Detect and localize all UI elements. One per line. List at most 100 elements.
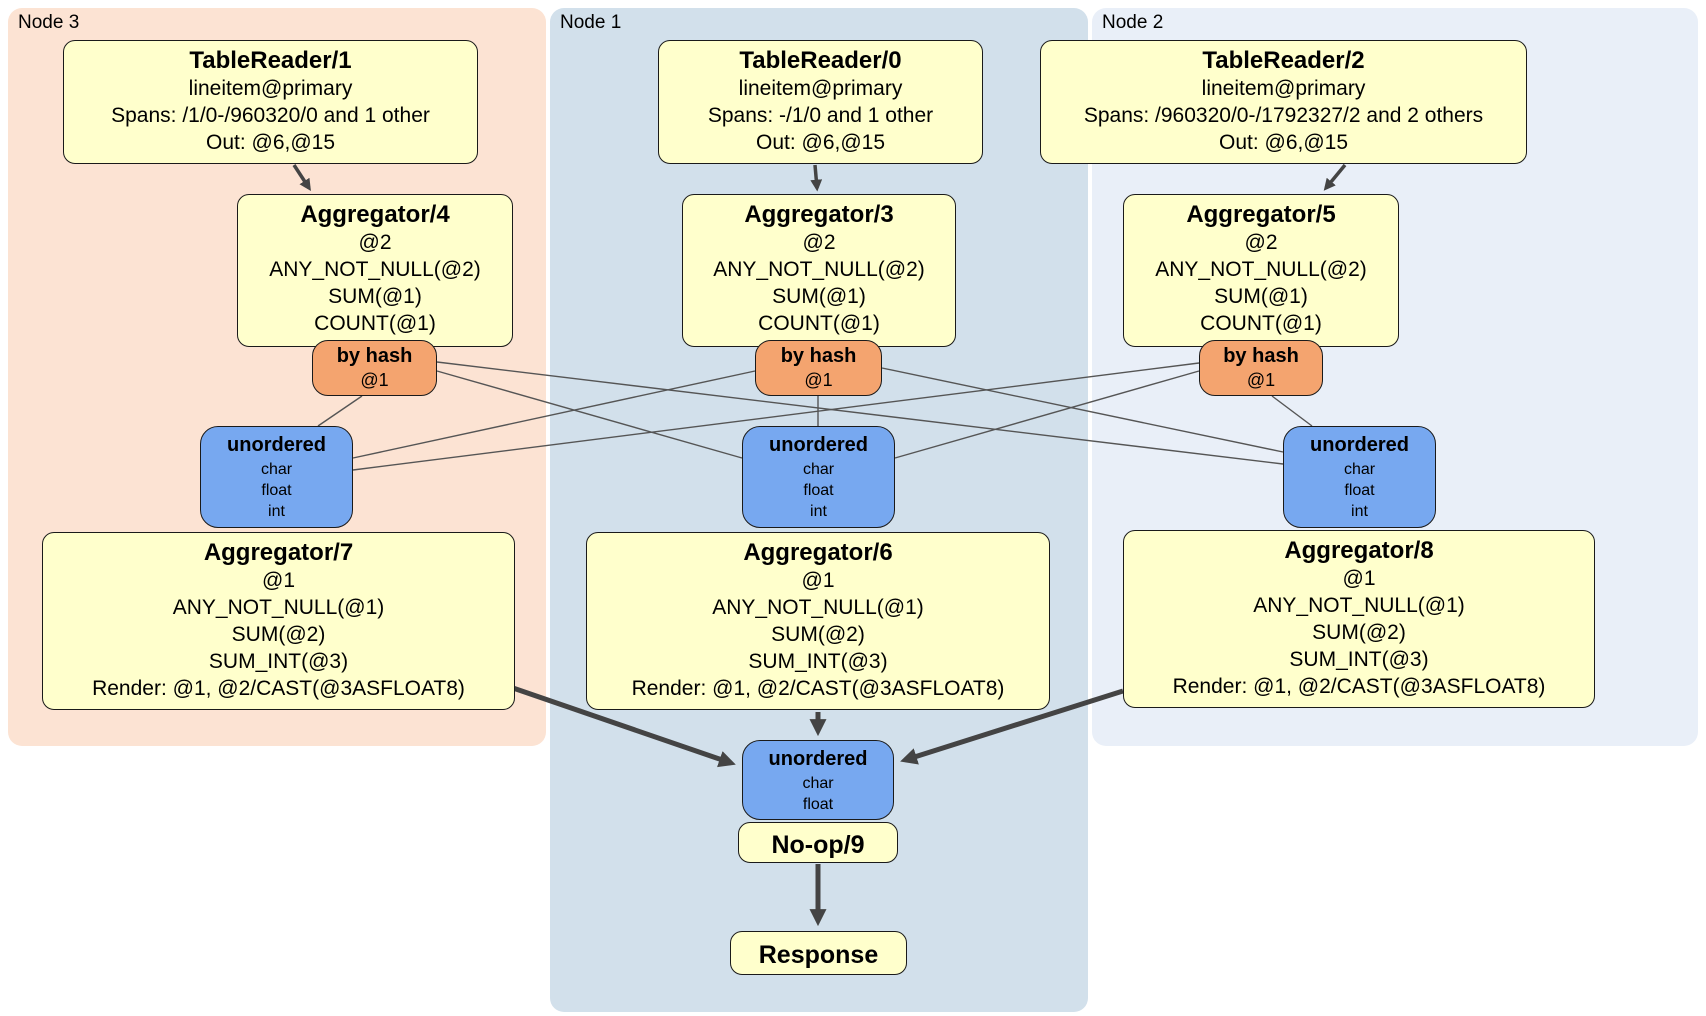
- edge-agg7-to-final-sync: [512, 685, 736, 768]
- noop-box: No-op/9: [738, 822, 898, 863]
- node2-aggregator-top-line: @2: [1244, 231, 1278, 254]
- final-unordered-sync-box: unordered char float: [742, 740, 894, 820]
- node1-aggregator-bottom-line: @1: [801, 569, 835, 592]
- edge-tablereader0-to-agg3: [810, 164, 823, 192]
- node3-sync-column: int: [268, 503, 285, 520]
- node2-tablereader-spans: Spans: /960320/0-/1792327/2 and 2 others: [1083, 104, 1484, 127]
- node3-aggregator-top-line: ANY_NOT_NULL(@2): [269, 258, 481, 281]
- node3-sync-column: char: [260, 461, 293, 478]
- node2-hash-router-box: by hash @1: [1199, 340, 1323, 396]
- node3-tablereader-spans: Spans: /1/0-/960320/0 and 1 other: [111, 104, 430, 127]
- node1-unordered-sync-title: unordered: [769, 434, 868, 456]
- node1-aggregator-top-line: COUNT(@1): [758, 312, 880, 335]
- node3-aggregator-top-line: COUNT(@1): [314, 312, 436, 335]
- edge-router3-to-sync1: [436, 370, 743, 459]
- node3-tablereader-box: TableReader/1 lineitem@primary Spans: /1…: [63, 40, 478, 164]
- node1-hash-router-box: by hash @1: [755, 340, 882, 396]
- response-box: Response: [730, 931, 907, 975]
- edge-router3-to-sync3: [317, 395, 363, 427]
- final-unordered-sync-title: unordered: [768, 748, 868, 770]
- node1-tablereader-index: lineitem@primary: [738, 77, 903, 100]
- node1-aggregator-top-line: @2: [802, 231, 836, 254]
- node1-aggregator-bottom-render: Render: @1, @2/CAST(@3ASFLOAT8): [631, 677, 1005, 700]
- node2-tablereader-title: TableReader/2: [1202, 47, 1365, 74]
- node1-aggregator-bottom-box: Aggregator/6 @1 ANY_NOT_NULL(@1) SUM(@2)…: [586, 532, 1050, 710]
- node3-tablereader-out: Out: @6,@15: [205, 131, 336, 154]
- node2-label: Node 2: [1102, 12, 1164, 33]
- node2-hash-router-key: @1: [1246, 370, 1276, 390]
- node1-sync-column: char: [802, 461, 835, 478]
- node2-aggregator-bottom-box: Aggregator/8 @1 ANY_NOT_NULL(@1) SUM(@2)…: [1123, 530, 1595, 708]
- node1-aggregator-bottom-title: Aggregator/6: [743, 539, 893, 566]
- final-sync-column: char: [802, 775, 834, 792]
- node3-unordered-sync-title: unordered: [227, 434, 326, 456]
- node1-tablereader-out: Out: @6,@15: [755, 131, 886, 154]
- node3-aggregator-bottom-line: @1: [262, 569, 295, 592]
- node1-sync-column: float: [803, 482, 834, 499]
- node2-hash-router-title: by hash: [1223, 345, 1299, 367]
- node2-unordered-sync-box: unordered char float int: [1283, 426, 1436, 528]
- node2-sync-column: char: [1343, 461, 1376, 478]
- node3-unordered-sync-box: unordered char float int: [200, 426, 353, 528]
- node3-aggregator-top-line: SUM(@1): [328, 285, 422, 308]
- node3-aggregator-bottom-line: ANY_NOT_NULL(@1): [172, 596, 385, 619]
- node1-aggregator-top-box: Aggregator/3 @2 ANY_NOT_NULL(@2) SUM(@1)…: [682, 194, 956, 347]
- node2-aggregator-top-line: COUNT(@1): [1200, 312, 1322, 335]
- node1-tablereader-title: TableReader/0: [739, 47, 902, 74]
- edge-router2-to-sync2: [1271, 395, 1313, 427]
- node3-aggregator-bottom-render: Render: @1, @2/CAST(@3ASFLOAT8): [92, 677, 465, 700]
- node3-hash-router-key: @1: [360, 370, 389, 390]
- node2-unordered-sync-title: unordered: [1310, 434, 1409, 456]
- node3-aggregator-bottom-line: SUM_INT(@3): [208, 650, 349, 673]
- node1-unordered-sync-box: unordered char float int: [742, 426, 895, 528]
- edge-router3-to-sync2: [436, 361, 1284, 465]
- node2-aggregator-bottom-title: Aggregator/8: [1284, 537, 1434, 564]
- node2-aggregator-top-line: ANY_NOT_NULL(@2): [1155, 258, 1367, 281]
- node3-aggregator-bottom-line: SUM(@2): [231, 623, 326, 646]
- node1-aggregator-top-line: ANY_NOT_NULL(@2): [713, 258, 925, 281]
- edge-router1-to-sync3: [352, 370, 756, 459]
- node1-tablereader-spans: Spans: -/1/0 and 1 other: [707, 104, 934, 127]
- edge-agg8-to-final-sync: [900, 688, 1124, 765]
- node3-label: Node 3: [18, 12, 80, 33]
- edge-router1-to-sync2: [881, 367, 1284, 453]
- node3-aggregator-bottom-title: Aggregator/7: [203, 539, 354, 566]
- node2-sync-column: float: [1344, 482, 1375, 499]
- node1-sync-column: int: [810, 503, 827, 520]
- node1-label: Node 1: [560, 12, 622, 33]
- node1-tablereader-box: TableReader/0 lineitem@primary Spans: -/…: [658, 40, 983, 164]
- node2-tablereader-index: lineitem@primary: [1201, 77, 1366, 100]
- node3-hash-router-box: by hash @1: [312, 340, 437, 396]
- node2-aggregator-top-title: Aggregator/5: [1186, 201, 1336, 228]
- node2-aggregator-top-line: SUM(@1): [1214, 285, 1308, 308]
- node2-aggregator-top-box: Aggregator/5 @2 ANY_NOT_NULL(@2) SUM(@1)…: [1123, 194, 1399, 347]
- node2-aggregator-bottom-line: SUM_INT(@3): [1289, 648, 1429, 671]
- edge-router2-to-sync3: [352, 362, 1200, 471]
- node1-hash-router-title: by hash: [780, 345, 857, 367]
- node3-aggregator-top-title: Aggregator/4: [300, 201, 450, 228]
- node3-aggregator-bottom-box: Aggregator/7 @1 ANY_NOT_NULL(@1) SUM(@2)…: [42, 532, 515, 710]
- node3-aggregator-top-line: @2: [358, 231, 392, 254]
- node2-tablereader-out: Out: @6,@15: [1218, 131, 1349, 154]
- node1-aggregator-bottom-line: SUM(@2): [771, 623, 865, 646]
- node2-sync-column: int: [1351, 503, 1368, 520]
- noop-title: No-op/9: [771, 830, 865, 859]
- node2-aggregator-bottom-render: Render: @1, @2/CAST(@3ASFLOAT8): [1172, 675, 1546, 698]
- node2-aggregator-bottom-line: @1: [1342, 567, 1376, 590]
- node1-aggregator-bottom-line: ANY_NOT_NULL(@1): [712, 596, 924, 619]
- node2-tablereader-box: TableReader/2 lineitem@primary Spans: /9…: [1040, 40, 1527, 164]
- edge-tablereader1-to-agg4: [292, 164, 311, 191]
- node3-tablereader-title: TableReader/1: [189, 47, 352, 74]
- node1-aggregator-top-title: Aggregator/3: [744, 201, 894, 228]
- node1-hash-router-key: @1: [804, 370, 833, 390]
- node1-aggregator-top-line: SUM(@1): [772, 285, 866, 308]
- node3-sync-column: float: [261, 482, 292, 499]
- node3-tablereader-index: lineitem@primary: [188, 77, 353, 100]
- node1-aggregator-bottom-line: SUM_INT(@3): [748, 650, 888, 673]
- node2-aggregator-bottom-line: SUM(@2): [1312, 621, 1406, 644]
- final-sync-column: float: [802, 796, 834, 813]
- edge-tablereader2-to-agg5: [1323, 163, 1347, 191]
- node2-aggregator-bottom-line: ANY_NOT_NULL(@1): [1253, 594, 1465, 617]
